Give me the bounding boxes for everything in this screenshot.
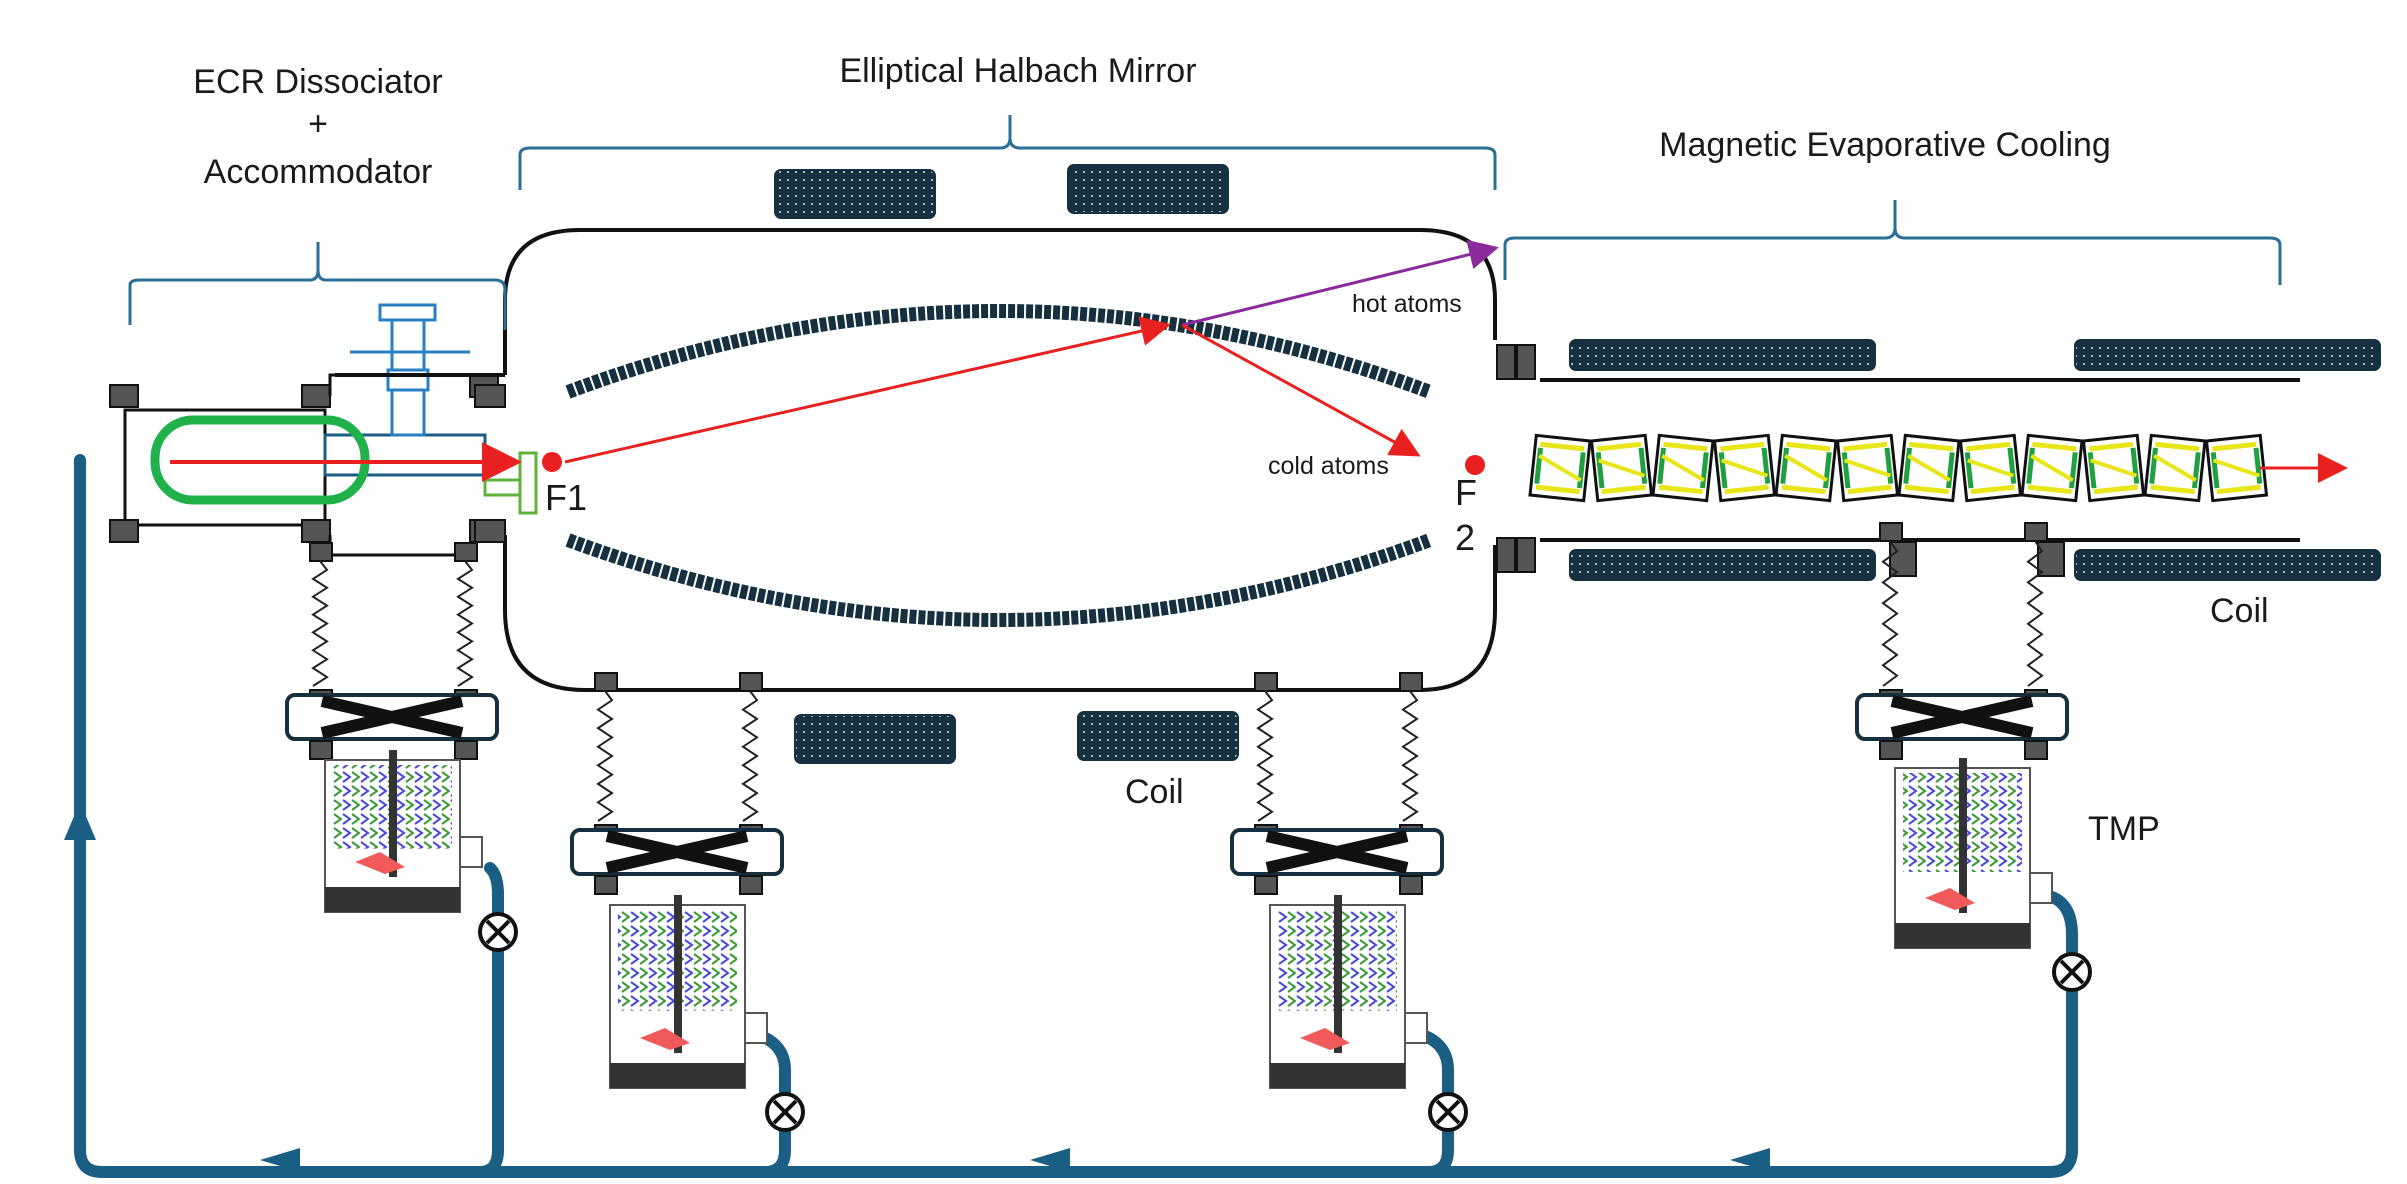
cooling-tube-flanges <box>1889 541 2065 577</box>
magnet-cell <box>2020 433 2084 503</box>
turbo-molecular-pump-icon <box>1855 522 2092 992</box>
valve-icon <box>2052 952 2092 992</box>
valve-icon <box>1428 1092 1468 1132</box>
magnet-cell <box>1712 433 1777 503</box>
turbo-molecular-pump-icon <box>1230 672 1468 1132</box>
label-cold-atoms: cold atoms <box>1268 452 1389 480</box>
magnet-cell <box>1528 433 1592 503</box>
valve-icon <box>765 1092 805 1132</box>
hot-beam <box>1181 239 1499 327</box>
label-f1: F1 <box>545 477 587 518</box>
valve-icon <box>478 912 518 952</box>
beam-to-mirror <box>564 316 1171 464</box>
label-f2-line1: F <box>1455 472 1477 513</box>
magnet-cell <box>1589 433 1654 503</box>
section-brackets <box>128 115 2282 330</box>
turbo-molecular-pump-icon <box>285 542 518 952</box>
magnet-cell <box>1897 433 1961 503</box>
ecr-dissociator <box>109 303 538 557</box>
turbo-molecular-pump-icon <box>570 672 805 1132</box>
cooling-magnet-array <box>1528 433 2269 503</box>
magnet-cell <box>2204 433 2269 503</box>
gas-inlet <box>350 303 470 437</box>
label-mirror: Elliptical Halbach Mirror <box>839 52 1196 90</box>
label-ecr-line3: Accommodator <box>204 153 433 191</box>
cold-beam <box>1181 323 1421 457</box>
label-f2-line2: 2 <box>1455 517 1475 558</box>
magnet-cell <box>1651 433 1715 503</box>
label-hot-atoms: hot atoms <box>1352 290 1462 318</box>
atom-beams <box>170 239 2348 483</box>
coil-magnets <box>774 164 2381 764</box>
magnet-cell <box>1958 433 2023 503</box>
magnet-cell <box>1774 433 1838 503</box>
label-ecr-line1: ECR Dissociator <box>193 63 442 101</box>
focus-point-f2 <box>1465 455 1485 475</box>
magnet-cell <box>2081 433 2146 503</box>
label-tmp: TMP <box>2088 810 2160 848</box>
flow-arrow-icon <box>64 802 1770 1172</box>
halbach-mirror <box>565 304 1433 627</box>
magnet-cell <box>2143 433 2207 503</box>
label-coil-center: Coil <box>1125 773 1184 811</box>
mirror-flanges <box>474 344 1536 573</box>
label-cooling: Magnetic Evaporative Cooling <box>1659 126 2111 164</box>
pump-stack <box>285 522 2092 1132</box>
cooling-tube <box>1540 378 2300 542</box>
focus-point-f1 <box>542 452 562 472</box>
labels: ECR Dissociator + Accommodator Elliptica… <box>193 52 2268 848</box>
magnet-cell <box>1835 433 1900 503</box>
label-ecr-line2: + <box>308 105 328 143</box>
label-coil-right: Coil <box>2210 592 2269 630</box>
